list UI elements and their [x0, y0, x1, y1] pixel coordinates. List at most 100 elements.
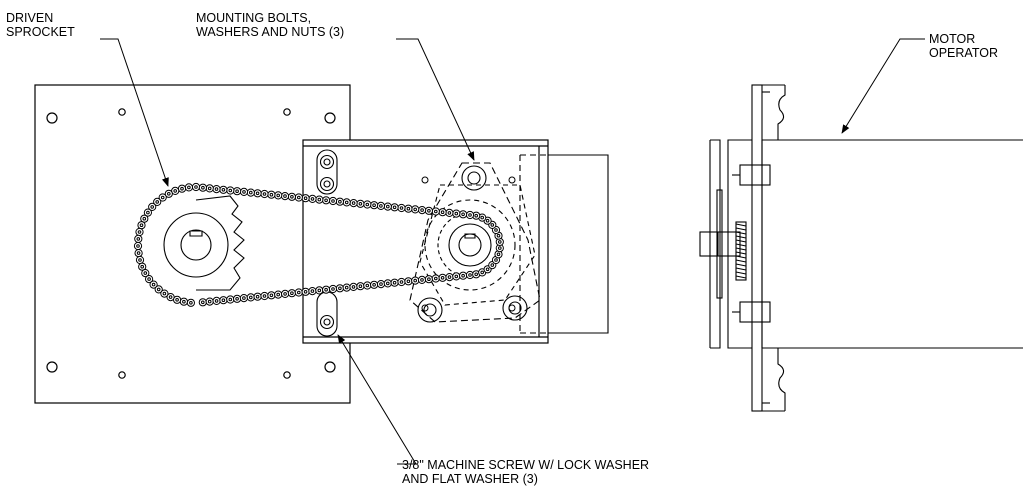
- label-motor-operator-line2: OPERATOR: [929, 46, 998, 60]
- label-driven-sprocket-line2: SPROCKET: [6, 25, 75, 39]
- sprocket-tooth-mark: [735, 251, 747, 255]
- chain-link-pin: [146, 210, 150, 215]
- chain-link-pin: [228, 188, 233, 193]
- chain-link-pin: [249, 190, 253, 195]
- label-mounting-bolts-line2: WASHERS AND NUTS (3): [196, 25, 345, 39]
- sprocket-tooth-mark: [735, 235, 747, 239]
- chain-link-pin: [324, 198, 328, 203]
- chain-link-pin: [474, 272, 479, 277]
- chain-link-pin: [235, 189, 239, 193]
- chain-link-pin: [496, 233, 501, 238]
- chain-link-pin: [276, 193, 281, 198]
- chain-link-pin: [344, 285, 349, 290]
- chain-link-pin: [182, 299, 186, 304]
- chain-link-pin: [480, 215, 485, 220]
- chain-link-pin: [283, 292, 287, 296]
- drive-sprocket: [448, 223, 492, 267]
- chain-link-pin: [290, 195, 294, 199]
- chain-link-pin: [427, 209, 431, 213]
- chain-link-pin: [228, 297, 233, 302]
- chain-link-pin: [372, 203, 376, 207]
- chain-link-pin: [365, 202, 370, 207]
- leader-machine-screw: [337, 334, 417, 465]
- chain-link-pin: [351, 285, 356, 289]
- chain-link-pin: [420, 278, 424, 282]
- chain-link-pin: [406, 206, 411, 211]
- label-machine-screw-line2: AND FLAT WASHER (3): [402, 472, 538, 486]
- chain-link-pin: [392, 205, 397, 210]
- chain-link-pin: [490, 223, 495, 227]
- chain-link-pin: [440, 276, 445, 280]
- chain-link-pin: [485, 267, 490, 272]
- chain-link-pin: [173, 189, 177, 193]
- chain-link-pin: [187, 185, 191, 190]
- chain-link-pin: [474, 213, 479, 218]
- chain-link-pin: [440, 210, 445, 214]
- chain-link-pin: [358, 202, 363, 206]
- chain-link-pin: [147, 277, 151, 281]
- leader-mounting-bolts: [396, 38, 475, 161]
- chain-link-pin: [221, 298, 226, 303]
- chain-link-pin: [136, 237, 141, 241]
- sprocket-tooth-mark: [735, 223, 747, 227]
- chain-link-pin: [324, 287, 328, 292]
- chain-link-pin: [427, 277, 431, 282]
- chain-link-pin: [399, 206, 404, 210]
- chain-link-pin: [344, 200, 349, 205]
- chain-link-pin: [494, 258, 498, 262]
- chain-link-pin: [498, 246, 502, 250]
- chain-link-pin: [498, 240, 502, 244]
- chain-link-pin: [338, 199, 342, 204]
- chain-link-pin: [168, 295, 173, 299]
- roller-chain: [133, 182, 504, 307]
- chain-link-pin: [143, 271, 148, 275]
- chain-link-pin: [454, 211, 459, 216]
- chain-link-pin: [137, 230, 142, 234]
- chain-link-pin: [392, 280, 397, 285]
- chain-link-pin: [379, 282, 383, 286]
- chain-link-pin: [468, 213, 472, 217]
- label-driven-sprocket: DRIVEN SPROCKET: [6, 11, 75, 39]
- chain-link-pin: [303, 196, 308, 200]
- chain-link-pin: [139, 223, 144, 227]
- chain-link-pin: [454, 274, 459, 279]
- label-mounting-bolts-line1: MOUNTING BOLTS,: [196, 11, 312, 25]
- chain-link-pin: [386, 204, 390, 209]
- label-motor-operator-line1: MOTOR: [929, 32, 976, 46]
- sprocket-tooth-mark: [735, 275, 747, 279]
- sprocket-tooth-mark: [735, 227, 747, 231]
- chain-link-pin: [461, 212, 465, 217]
- chain-link-pin: [207, 299, 212, 304]
- chain-link-pin: [372, 283, 376, 287]
- chain-link-pin: [447, 211, 452, 215]
- chain-link-pin: [167, 192, 171, 196]
- sprocket-tooth-mark: [735, 247, 747, 251]
- leader-driven-sprocket: [100, 38, 169, 187]
- chain-link-pin: [255, 191, 260, 196]
- chain-link-pin: [155, 200, 159, 204]
- label-mounting-bolts: MOUNTING BOLTS, WASHERS AND NUTS (3): [196, 11, 344, 39]
- chain-link-pin: [331, 199, 335, 203]
- chain-link-pin: [434, 276, 438, 281]
- slot-bolt-top: [316, 149, 338, 195]
- chain-link-pin: [399, 280, 404, 284]
- chain-link-pin: [269, 293, 274, 298]
- chain-link-pin: [175, 298, 179, 302]
- leader-motor-operator: [841, 38, 925, 134]
- sprocket-tooth-mark: [735, 267, 747, 271]
- chain-link-pin: [235, 297, 239, 301]
- label-machine-screw: 3/8" MACHINE SCREW W/ LOCK WASHER AND FL…: [402, 458, 649, 486]
- chain-link-pin: [468, 273, 472, 277]
- chain-link-pin: [214, 187, 219, 191]
- chain-link-pin: [249, 295, 253, 300]
- chain-link-pin: [413, 278, 418, 283]
- chain-link-pin: [136, 244, 140, 248]
- label-machine-screw-line1: 3/8" MACHINE SCREW W/ LOCK WASHER: [402, 458, 650, 472]
- chain-link-pin: [156, 287, 161, 292]
- chain-link-pin: [310, 197, 315, 201]
- motor-side-view: [699, 84, 1023, 412]
- chain-link-pin: [297, 195, 301, 200]
- chain-link-pin: [297, 290, 301, 295]
- chain-link-pin: [358, 284, 363, 289]
